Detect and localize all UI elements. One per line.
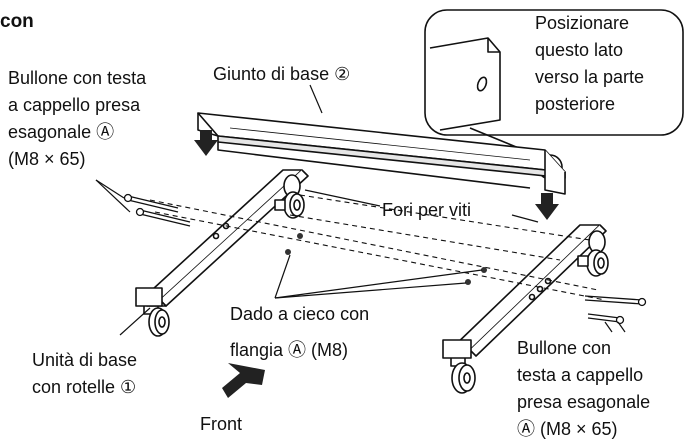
- left-base-unit: [135, 169, 309, 337]
- label-callout-line4: posteriore: [535, 94, 616, 114]
- alignment-lines: [149, 194, 606, 301]
- label-cap-nut-line1: Dado a cieco con: [230, 304, 370, 324]
- label-bolt-right-line1: Bullone con: [517, 338, 612, 358]
- label-callout-line1: Posizionare: [535, 13, 630, 33]
- label-cap-nut-line2: flangia Ⓐ (M8): [230, 340, 349, 360]
- left-bolts: [123, 193, 191, 227]
- front-arrow: [222, 363, 265, 398]
- label-bolt-left-line4: (M8 × 65): [8, 149, 86, 169]
- base-joint-beam: [197, 112, 566, 195]
- label-bolt-left-line3: esagonale Ⓐ: [8, 122, 115, 142]
- label-callout-line2: questo lato: [535, 40, 624, 60]
- label-bolt-right-line4: Ⓐ (M8 × 65): [517, 419, 618, 439]
- down-arrow-right: [535, 193, 559, 220]
- down-arrow-left: [194, 130, 218, 156]
- right-base-unit: [442, 224, 609, 394]
- heading-fragment: con: [0, 11, 34, 32]
- label-front: Front: [200, 414, 243, 434]
- label-base-unit-line1: Unità di base: [32, 350, 138, 370]
- label-bolt-left-line2: a cappello presa: [8, 95, 141, 115]
- label-base-joint: Giunto di base ②: [213, 64, 351, 84]
- label-callout-line3: verso la parte: [535, 67, 645, 87]
- label-bolt-right-line2: testa a cappello: [517, 365, 644, 385]
- label-bolt-left-line1: Bullone con testa: [8, 68, 147, 88]
- right-bolts: [584, 295, 647, 325]
- label-screw-holes: Fori per viti: [382, 200, 472, 220]
- label-bolt-right-line3: presa esagonale: [517, 392, 651, 412]
- label-base-unit-line2: con rotelle ①: [32, 377, 137, 397]
